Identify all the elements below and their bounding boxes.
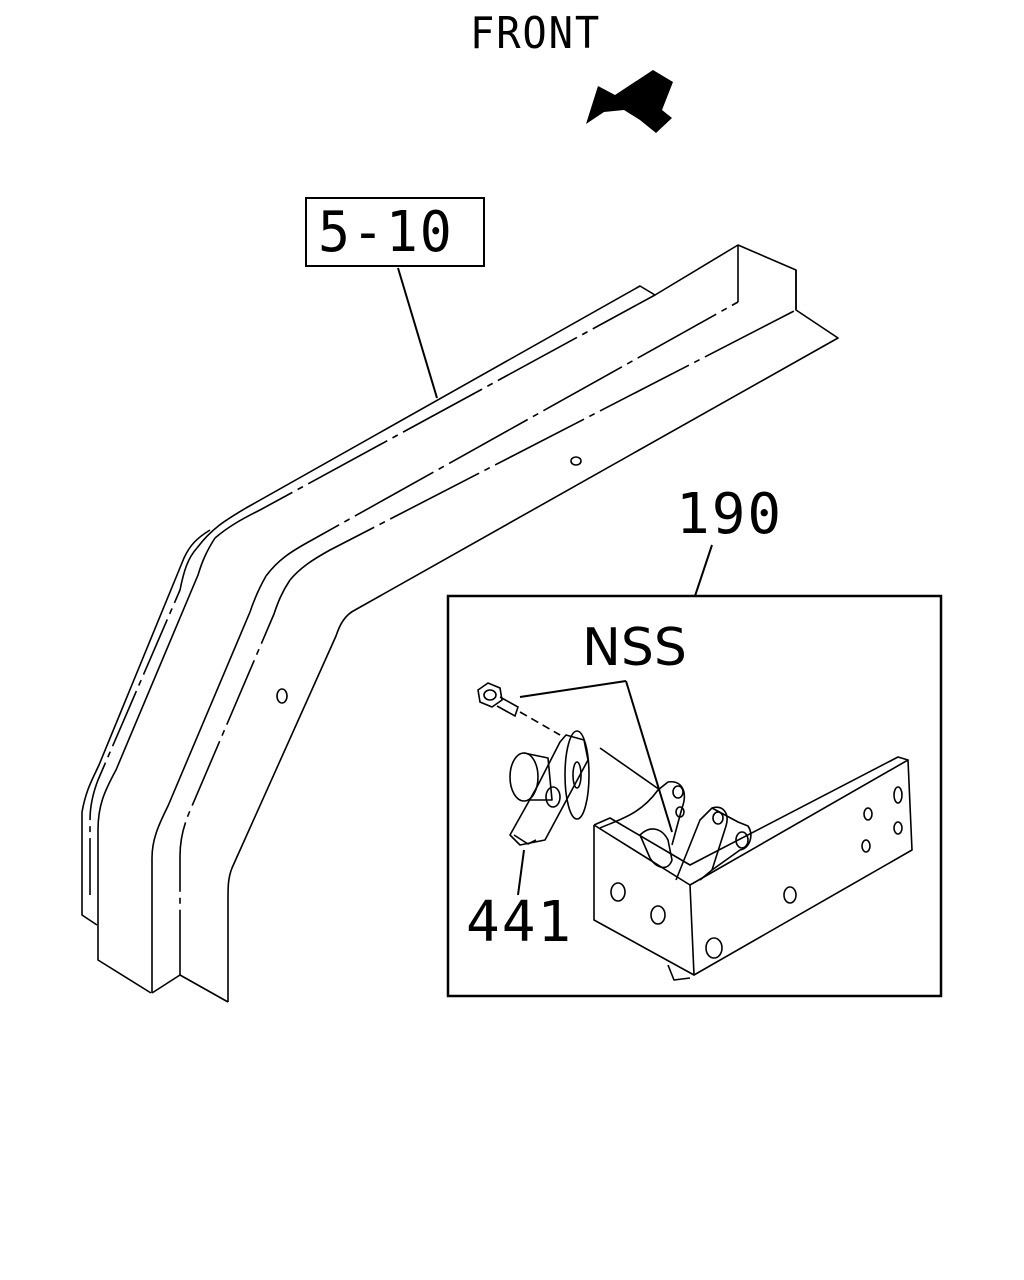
reference-label[interactable]: 5-10 [318,200,454,265]
front-arrow-icon [586,70,673,133]
part-190-leader-line [695,545,712,596]
front-label: FRONT [470,8,602,59]
frame-rail [82,245,838,1002]
nss-leader-lines [520,681,672,832]
bolt [478,683,660,790]
part-441-leader-line [518,850,524,895]
part-190-label[interactable]: 190 [676,482,784,547]
part-441-label[interactable]: 441 [466,890,574,955]
reference-leader-line [398,268,437,398]
hinge-bracket [594,757,912,980]
reference-box[interactable] [305,197,485,267]
latch-part [510,731,589,845]
detail-box [448,596,941,996]
part-nss-label[interactable]: NSS [582,618,687,678]
